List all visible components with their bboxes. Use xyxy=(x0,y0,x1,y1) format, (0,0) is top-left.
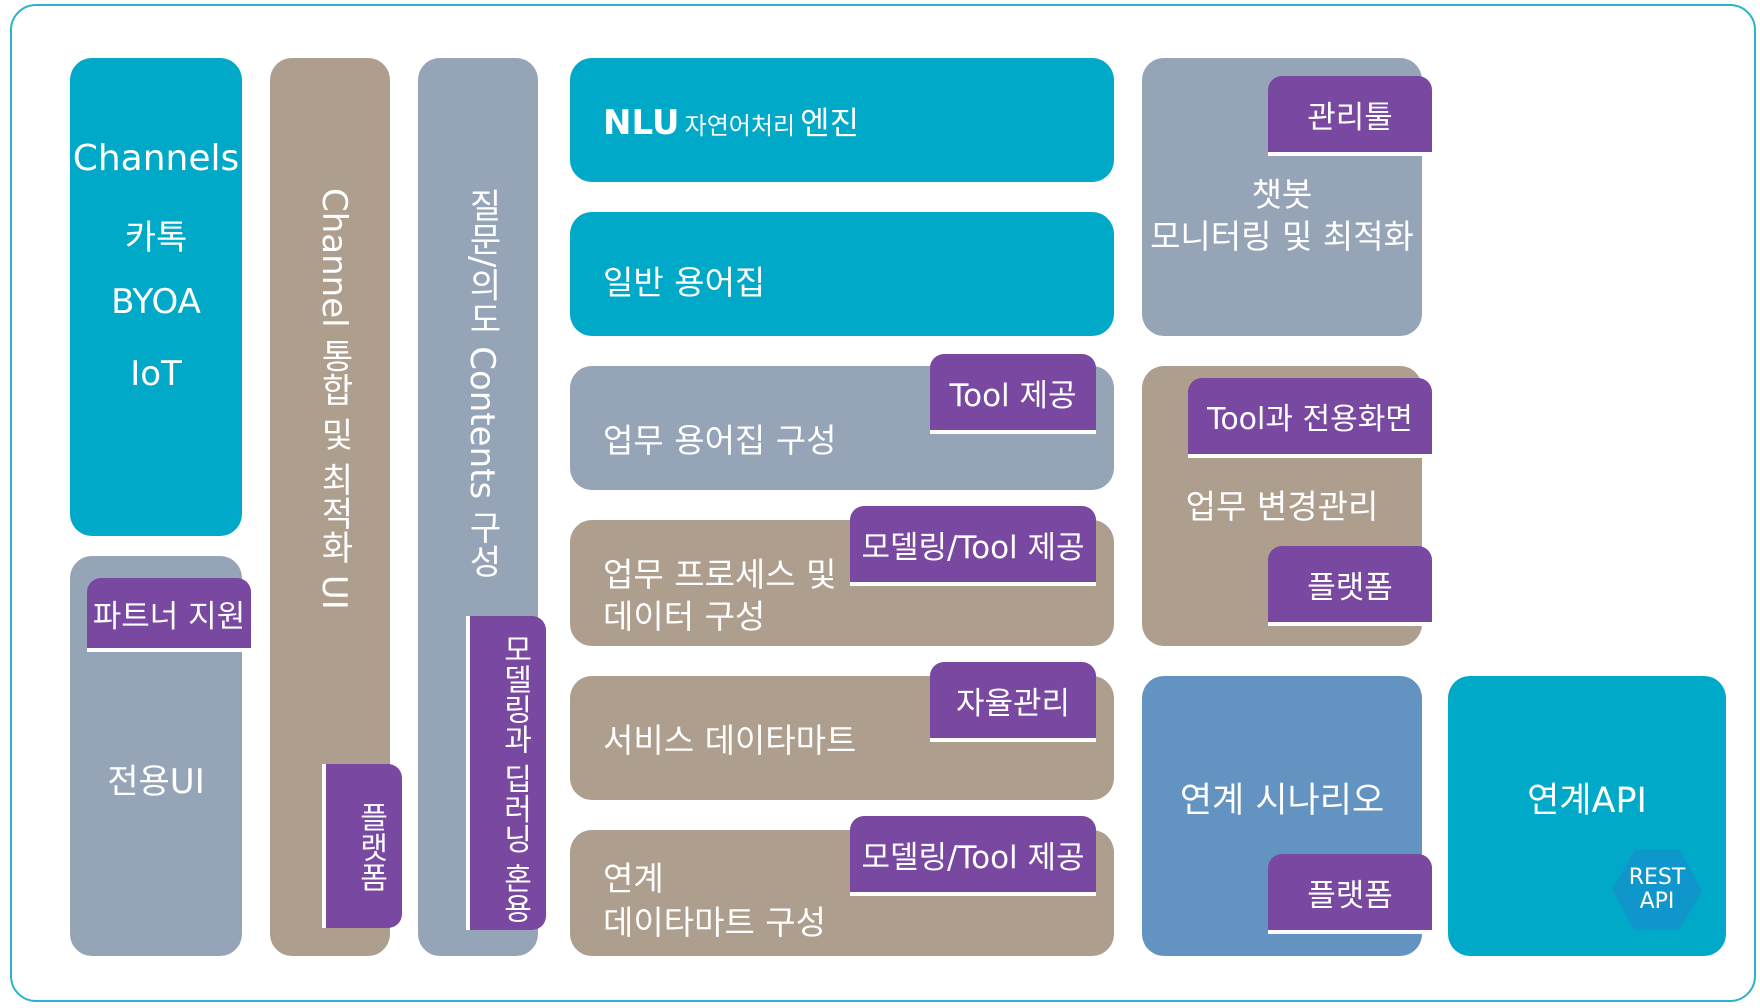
general-glossary-label: 일반 용어집 xyxy=(603,263,766,302)
business-process-line1: 업무 프로세스 및 xyxy=(603,555,837,594)
channel-item-katalk: 카톡 xyxy=(124,218,188,258)
chatbot-monitoring-line1: 챗봇 xyxy=(1251,175,1313,214)
channel-platform-label: 플랫폼 xyxy=(353,802,388,892)
chatbot-monitoring-line2: 모니터링 및 최적화 xyxy=(1150,217,1414,256)
tool-dedicated-screen-tag: Tool과 전용화면 xyxy=(1188,378,1432,458)
business-glossary-tool-tag: Tool 제공 xyxy=(930,354,1096,434)
autonomous-management-tag: 자율관리 xyxy=(930,662,1096,742)
business-change-label: 업무 변경관리 xyxy=(1185,487,1379,526)
business-process-tool-tag: 모델링/Tool 제공 xyxy=(850,506,1096,586)
nlu-sub: 자연어처리 xyxy=(684,112,796,140)
link-scenario-label: 연계 시나리오 xyxy=(1179,781,1385,821)
modeling-deeplearning-label: 모델링과 딥러닝 혼용 xyxy=(497,634,532,924)
nlu-engine-block: NLU 자연어처리 엔진 xyxy=(570,58,1114,182)
channel-item-iot: IoT xyxy=(130,354,182,394)
dedicated-ui-label: 전용UI xyxy=(107,762,205,802)
nlu-tail: 엔진 xyxy=(800,104,860,142)
general-glossary-block: 일반 용어집 xyxy=(570,212,1114,336)
modeling-deeplearning-tag: 모델링과 딥러닝 혼용 xyxy=(466,616,546,930)
channels-title: Channels xyxy=(72,138,240,179)
link-scenario-platform-tag: 플랫폼 xyxy=(1268,854,1432,934)
nlu-engine-label: NLU 자연어처리 엔진 xyxy=(603,98,859,144)
business-glossary-label: 업무 용어집 구성 xyxy=(603,421,837,460)
channel-platform-tag: 플랫폼 xyxy=(322,764,402,928)
link-datamart-line2: 데이타마트 구성 xyxy=(603,903,827,942)
nlu-main: NLU xyxy=(603,103,680,143)
business-process-line2: 데이터 구성 xyxy=(603,597,766,636)
link-api-label: 연계API xyxy=(1527,781,1647,821)
link-datamart-tool-tag: 모델링/Tool 제공 xyxy=(850,816,1096,896)
partner-support-tag: 파트너 지원 xyxy=(87,578,251,652)
qa-contents-label: 질문/의도 Contents 구성 xyxy=(462,188,502,579)
channel-integration-label: Channel 통합 및 최적화 UI xyxy=(314,188,354,610)
service-datamart-label: 서비스 데이타마트 xyxy=(603,721,857,760)
management-tool-tag: 관리툴 xyxy=(1268,76,1432,156)
channels-block: Channels 카톡 BYOA IoT xyxy=(70,58,242,536)
rest-api-line2: API xyxy=(1639,889,1675,914)
rest-api-line1: REST xyxy=(1628,865,1686,890)
link-datamart-line1: 연계 xyxy=(603,859,664,898)
diagram-frame xyxy=(10,4,1756,1002)
business-change-platform-tag: 플랫폼 xyxy=(1268,546,1432,626)
channel-item-byoa: BYOA xyxy=(111,282,201,322)
